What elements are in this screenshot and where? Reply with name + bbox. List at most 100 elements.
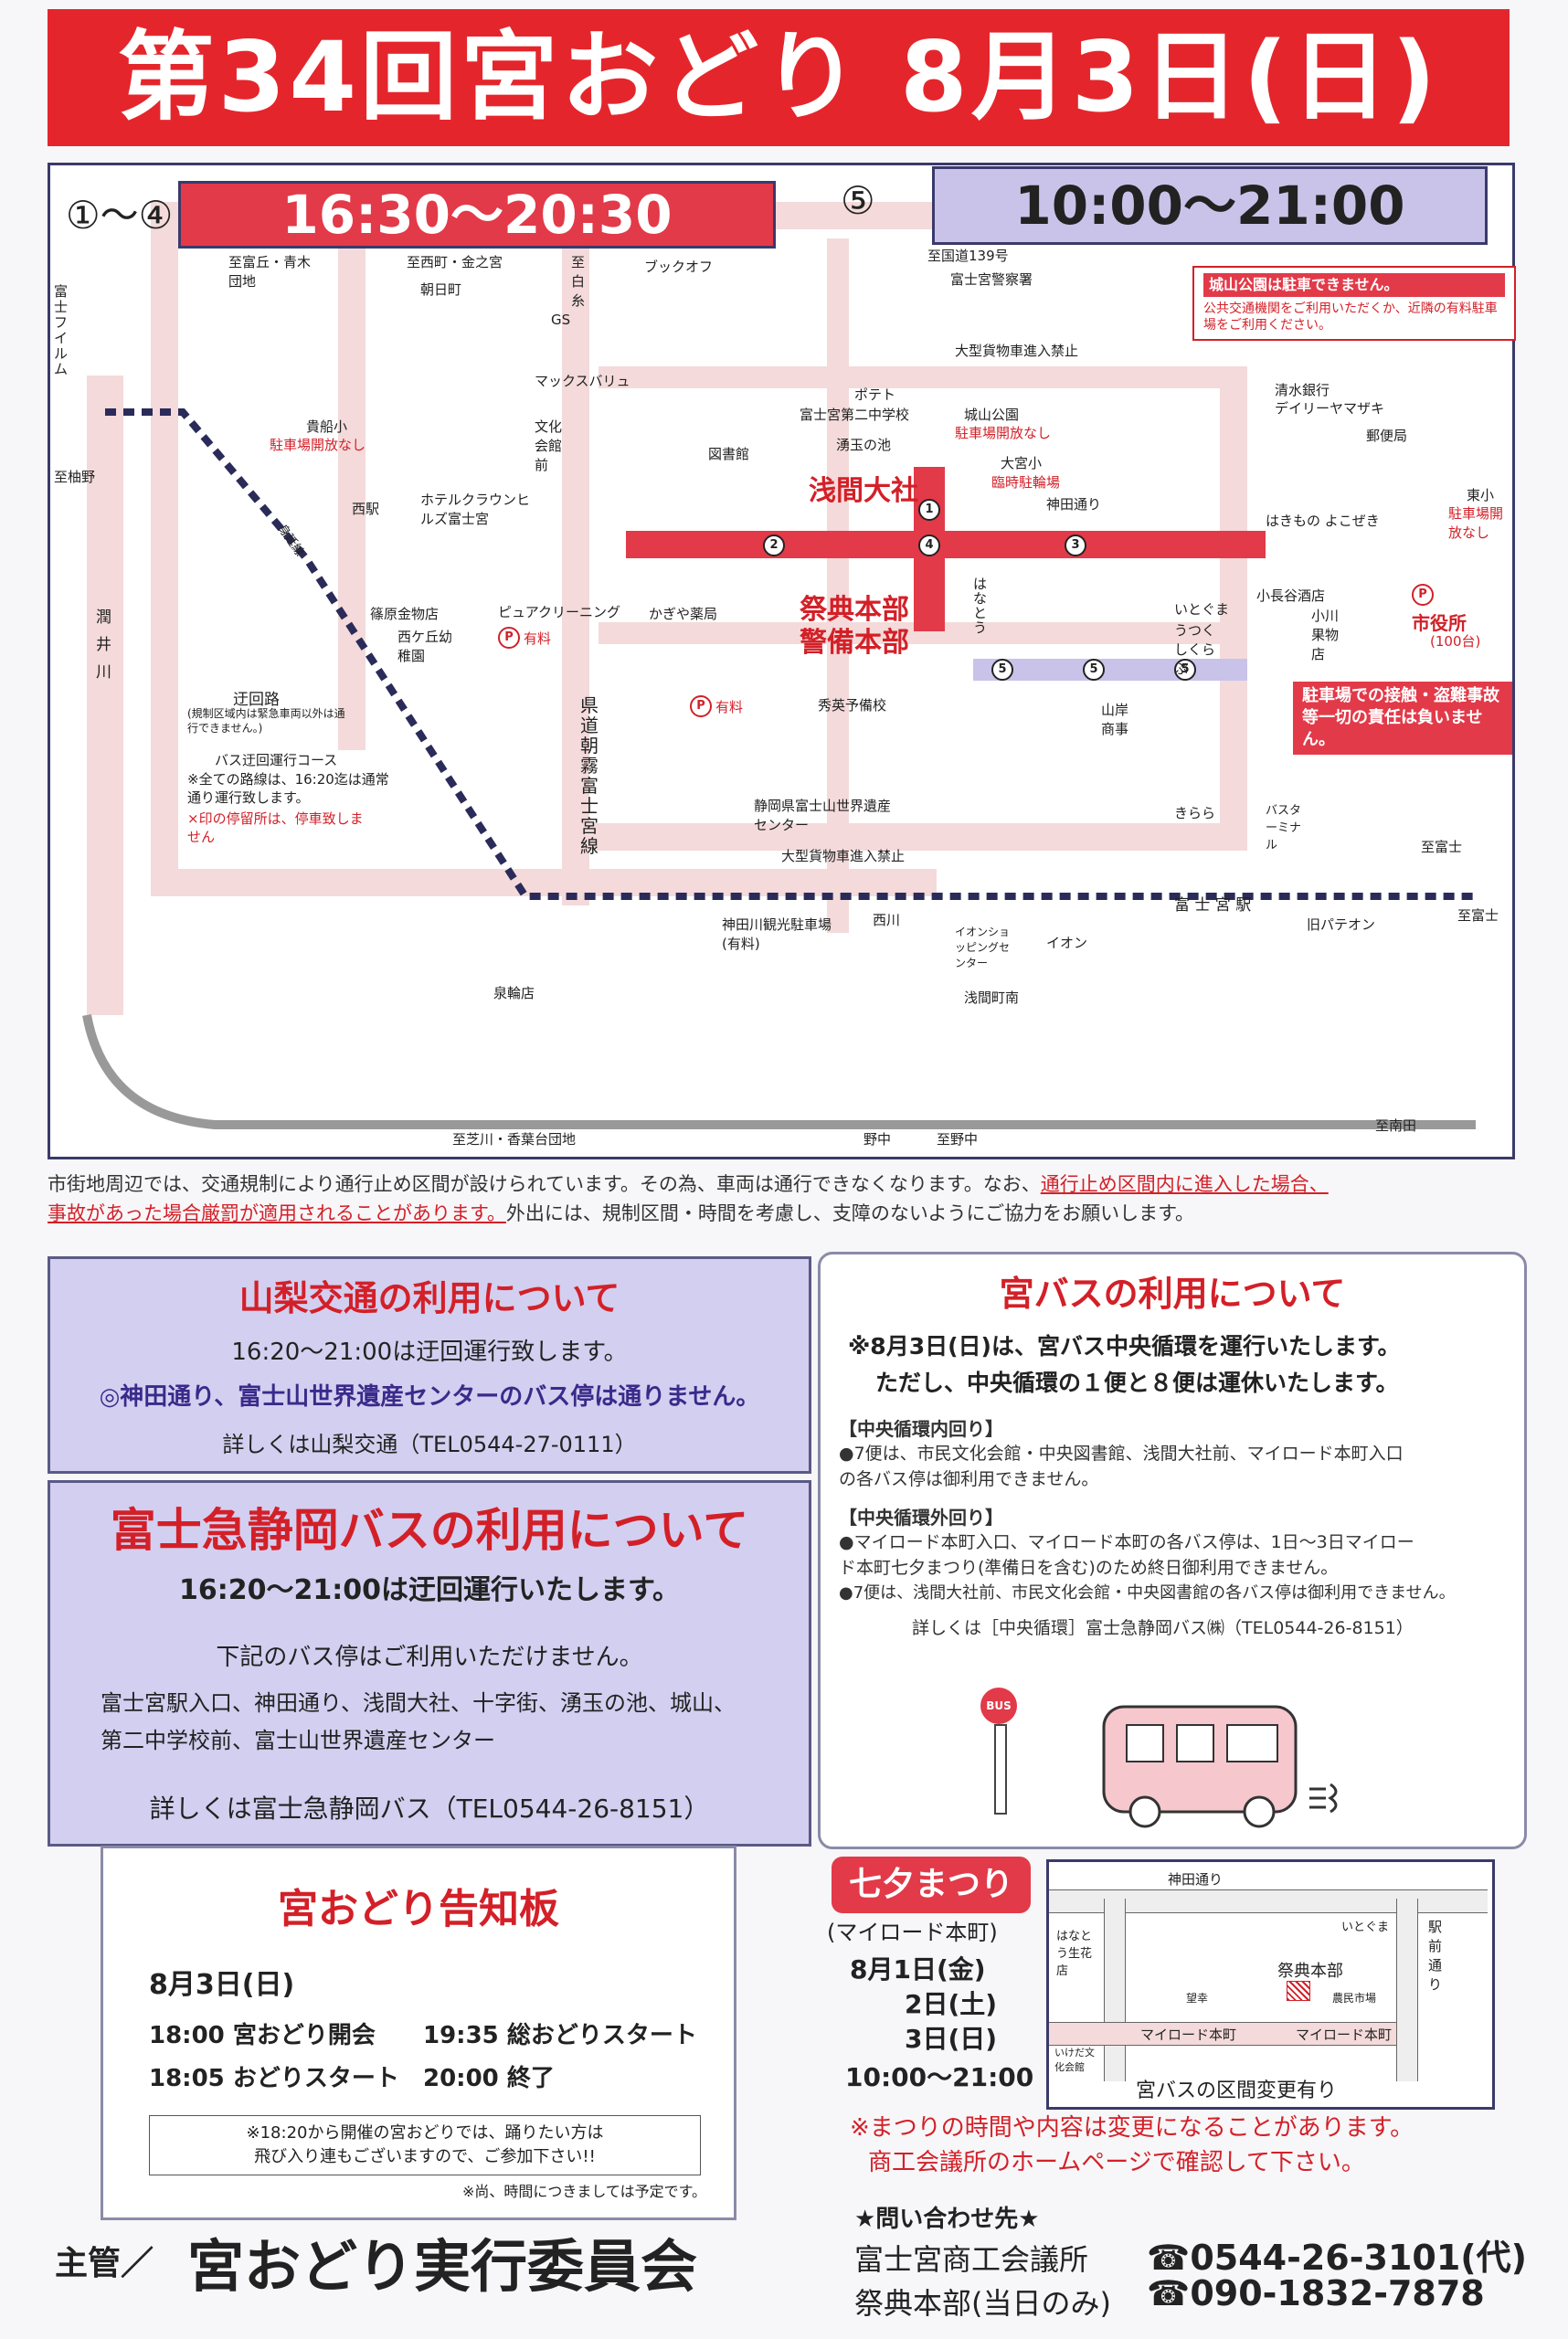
parking-notice-title: 城山公園は駐車できません。	[1203, 273, 1505, 297]
bus-stop-sign-icon: BUS	[980, 1688, 1017, 1724]
yamanashi-title: 山梨交通の利用について	[238, 1278, 620, 1318]
map-label: 泉輪店	[493, 985, 535, 1001]
map-label: 朝日町	[420, 281, 462, 298]
yamanashi-line: 16:20〜21:00は迂回運行致します。	[231, 1339, 628, 1366]
traffic-map: 1 2 3 4 5 5 5 富士フイルム 至柚野 至富丘・青木団地 至西町・金之…	[48, 163, 1516, 1159]
map-label: GS	[551, 312, 571, 328]
miyabus-box: 宮バスの利用について ※8月3日(日)は、宮バス中央循環を運行いたします。 ただ…	[818, 1252, 1527, 1849]
map-label: イオン	[1046, 935, 1088, 951]
section-1-4-time: 16:30〜20:30	[178, 181, 776, 249]
map-label: うつくしくらぶ	[1174, 622, 1216, 677]
road	[571, 823, 1247, 851]
map-label: 至富士	[1457, 907, 1499, 924]
notice-text: 外出には、規制区間・時間を考慮し、支障のないようにご協力をお願いします。	[505, 1202, 1194, 1224]
traffic-notice: 市街地周辺では、交通規制により通行止め区間が設けられています。その為、車両は通行…	[48, 1170, 1510, 1228]
closed-road-5	[973, 659, 1247, 681]
map-label: 至芝川・香葉台団地	[452, 1131, 577, 1148]
map-label: 山岸商事	[1101, 702, 1129, 737]
contact-name: 祭典本部(当日のみ)	[854, 2286, 1111, 2321]
map-label: 郵便局	[1366, 428, 1408, 444]
map-label: 至白糸	[571, 254, 586, 309]
map-label: 駅前通り	[1428, 1919, 1443, 1993]
map-label: はなとう生花店	[1056, 1930, 1093, 1978]
map-label: 篠原金物店	[370, 606, 440, 622]
map-label: 潤井川	[96, 609, 111, 682]
board-schedule-item: 19:35 総おどりスタート	[423, 2022, 697, 2049]
map-label: 秀英予備校	[818, 697, 887, 714]
map-label: 小長谷酒店	[1256, 587, 1326, 604]
map-label: 県道朝霧富士宮線	[580, 694, 599, 857]
road	[599, 366, 1238, 388]
miyabus-text: ド本町七夕まつり(準備日を含む)のため終日御利用できません。	[839, 1558, 1339, 1578]
notice-text: 市街地周辺では、交通規制により通行止め区間が設けられています。その為、車両は通行…	[48, 1173, 1041, 1195]
tanabata-date: 2日(土)	[905, 1989, 998, 2019]
miyabus-line: ただし、中央循環の１便と８便は運休いたします。	[875, 1370, 1399, 1396]
fujikyu-contact: 詳しくは富士急静岡バス（TEL0544-26-8151）	[149, 1794, 710, 1824]
parking-notice: 城山公園は駐車できません。 公共交通機関をご利用いただくか、近隣の有料駐車場をご…	[1192, 266, 1516, 341]
tanabata-date: 3日(日)	[905, 2024, 998, 2054]
road	[1049, 2022, 1414, 2046]
parking-notice-body: 公共交通機関をご利用いただくか、近隣の有料駐車場をご利用ください。	[1203, 302, 1498, 333]
map-label: 貴船小	[306, 418, 348, 435]
road	[1104, 1899, 1126, 2081]
road	[338, 202, 366, 750]
map-label: 有料	[524, 630, 552, 647]
map-label: 旧パテオン	[1307, 916, 1376, 933]
fujikyu-stops: 第二中学校前、富士山世界遺産センター	[101, 1728, 495, 1753]
tanabata-note: ※まつりの時間や内容は変更になることがあります。	[850, 2114, 1414, 2142]
fujikyu-line: 下記のバス停はご利用いただけません。	[216, 1644, 643, 1671]
map-label: 野中	[863, 1131, 892, 1148]
bus-stop-pole-icon	[994, 1724, 1007, 1815]
legend-detour: 迂回路	[233, 691, 280, 709]
contact-phone[interactable]: ☎090-1832-7878	[1147, 2273, 1485, 2313]
board-date: 8月3日(日)	[149, 1969, 295, 2001]
tanabata-map: 神田通り いとぐま はなとう生花店 祭典本部 農民市場 望幸 マイロード本町 マ…	[1046, 1859, 1495, 2110]
map-label: マックスバリュ	[535, 373, 630, 389]
map-label: はきもの よこぜき	[1266, 513, 1380, 529]
map-label: 有料	[715, 699, 744, 715]
notice-text-underlined: 事故があった場合厳罰が適用されることがあります。	[48, 1202, 506, 1224]
paid-parking-icon: P	[498, 627, 520, 649]
contact-phone[interactable]: ☎0544-26-3101(代)	[1147, 2238, 1528, 2278]
map-label: 臨時駐輪場	[991, 474, 1061, 491]
road	[151, 202, 178, 896]
map-label: 大型貨物車進入禁止	[781, 848, 906, 864]
organizer-prefix: 主管／	[55, 2245, 154, 2282]
miyabus-text: ●マイロード本町入口、マイロード本町の各バス停は、1日〜3日マイロー	[839, 1532, 1414, 1552]
map-label: 西駅	[352, 501, 380, 517]
railway-line	[105, 408, 1476, 900]
tanabata-time: 10:00〜21:00	[845, 2062, 1034, 2092]
section-marker-2: 2	[763, 534, 785, 556]
map-label: 富士宮第二中学校	[800, 407, 910, 423]
railway-svg	[82, 408, 1476, 1129]
notice-text-underlined: 通行止め区間内に進入した場合、	[1040, 1173, 1329, 1195]
legend-detour-note: (規制区域内は緊急車両以外は通行できません。)	[187, 707, 345, 735]
map-label: 祭典本部	[1277, 1962, 1343, 1981]
map-label: デイリーヤマザキ	[1275, 400, 1385, 417]
legend-note: ×印の停留所は、停車致しません	[187, 810, 364, 845]
miyabus-text: ●7便は、浅間大社前、市民文化会館・中央図書館の各バス停は御利用できません。	[839, 1583, 1456, 1603]
map-label: バスターミナル	[1266, 804, 1302, 852]
map-label: かぎや薬局	[649, 606, 718, 622]
organizer-name: 宮おどり実行委員会	[187, 2233, 698, 2300]
map-label: 静岡県富士山世界遺産センター	[754, 798, 892, 833]
map-label: 駐車場開放なし	[1448, 505, 1504, 541]
map-caption: 宮バスの区間変更有り	[1136, 2080, 1338, 2102]
fujikyu-bus-box: 富士急静岡バスの利用について 16:20〜21:00は迂回運行いたします。 下記…	[48, 1480, 811, 1847]
map-label: ブックオフ	[644, 259, 714, 275]
map-label: 大宮小	[1001, 455, 1043, 471]
section-marker-4: 4	[918, 534, 940, 556]
map-label: 富士宮警察署	[950, 271, 1033, 288]
map-label: きらら	[1174, 805, 1216, 821]
map-label: 駐車場開放なし	[270, 437, 366, 453]
map-label: 湧玉の池	[836, 437, 892, 453]
map-label: マイロード本町	[1296, 2027, 1393, 2043]
map-label: 富 士 宮 駅	[1174, 896, 1252, 915]
road	[562, 229, 589, 905]
map-label: 至国道139号	[927, 248, 1009, 264]
yamanashi-line: ◎神田通り、富士山世界遺産センターのバス停は通りません。	[99, 1383, 760, 1411]
section-5-time: 10:00〜21:00	[932, 166, 1488, 245]
map-label: 大型貨物車進入禁止	[955, 343, 1079, 359]
section-5-label: ⑤	[841, 178, 875, 223]
map-label: 市役所	[1412, 612, 1467, 634]
